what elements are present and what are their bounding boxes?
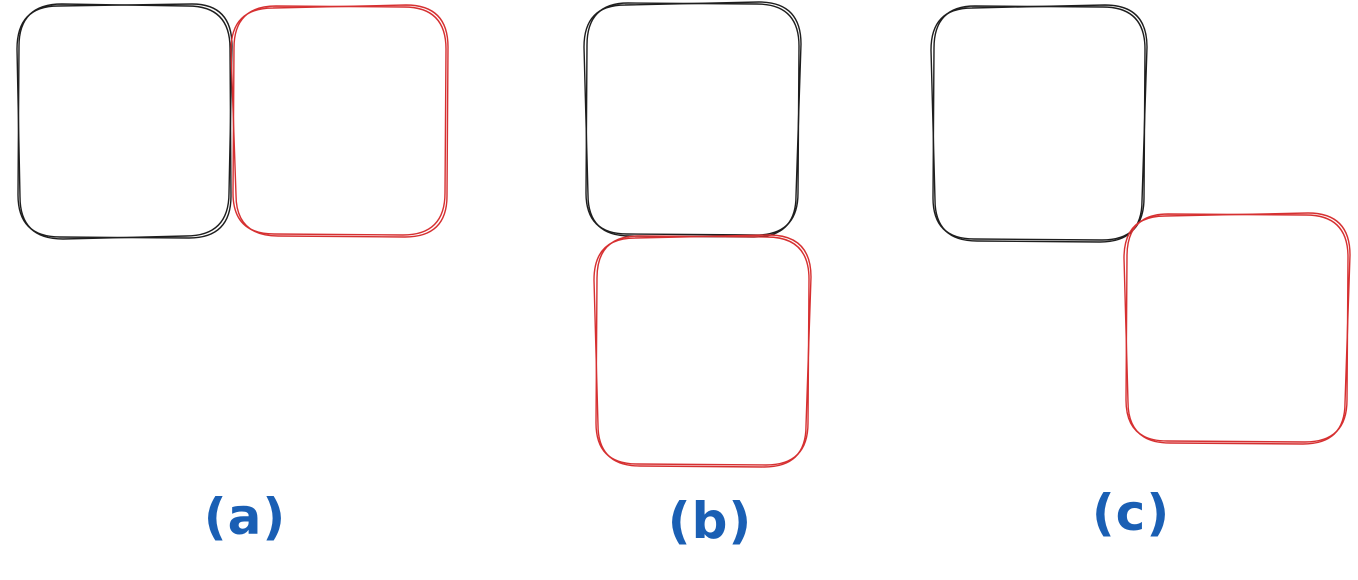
diagram-b-red-square [593, 234, 812, 468]
diagram-b-black-square [583, 1, 802, 238]
diagram-c-red-square [1123, 212, 1351, 445]
caption-b: (b) [668, 492, 753, 550]
caption-a: (a) [204, 488, 286, 546]
diagram-c: (c) [930, 4, 1351, 542]
caption-c: (c) [1092, 484, 1170, 542]
diagram-b: (b) [583, 1, 812, 550]
diagram-a-red-square [230, 4, 449, 238]
diagram-a-black-square [16, 3, 233, 240]
diagram-a: (a) [16, 3, 449, 546]
diagram-c-black-square [930, 4, 1148, 243]
